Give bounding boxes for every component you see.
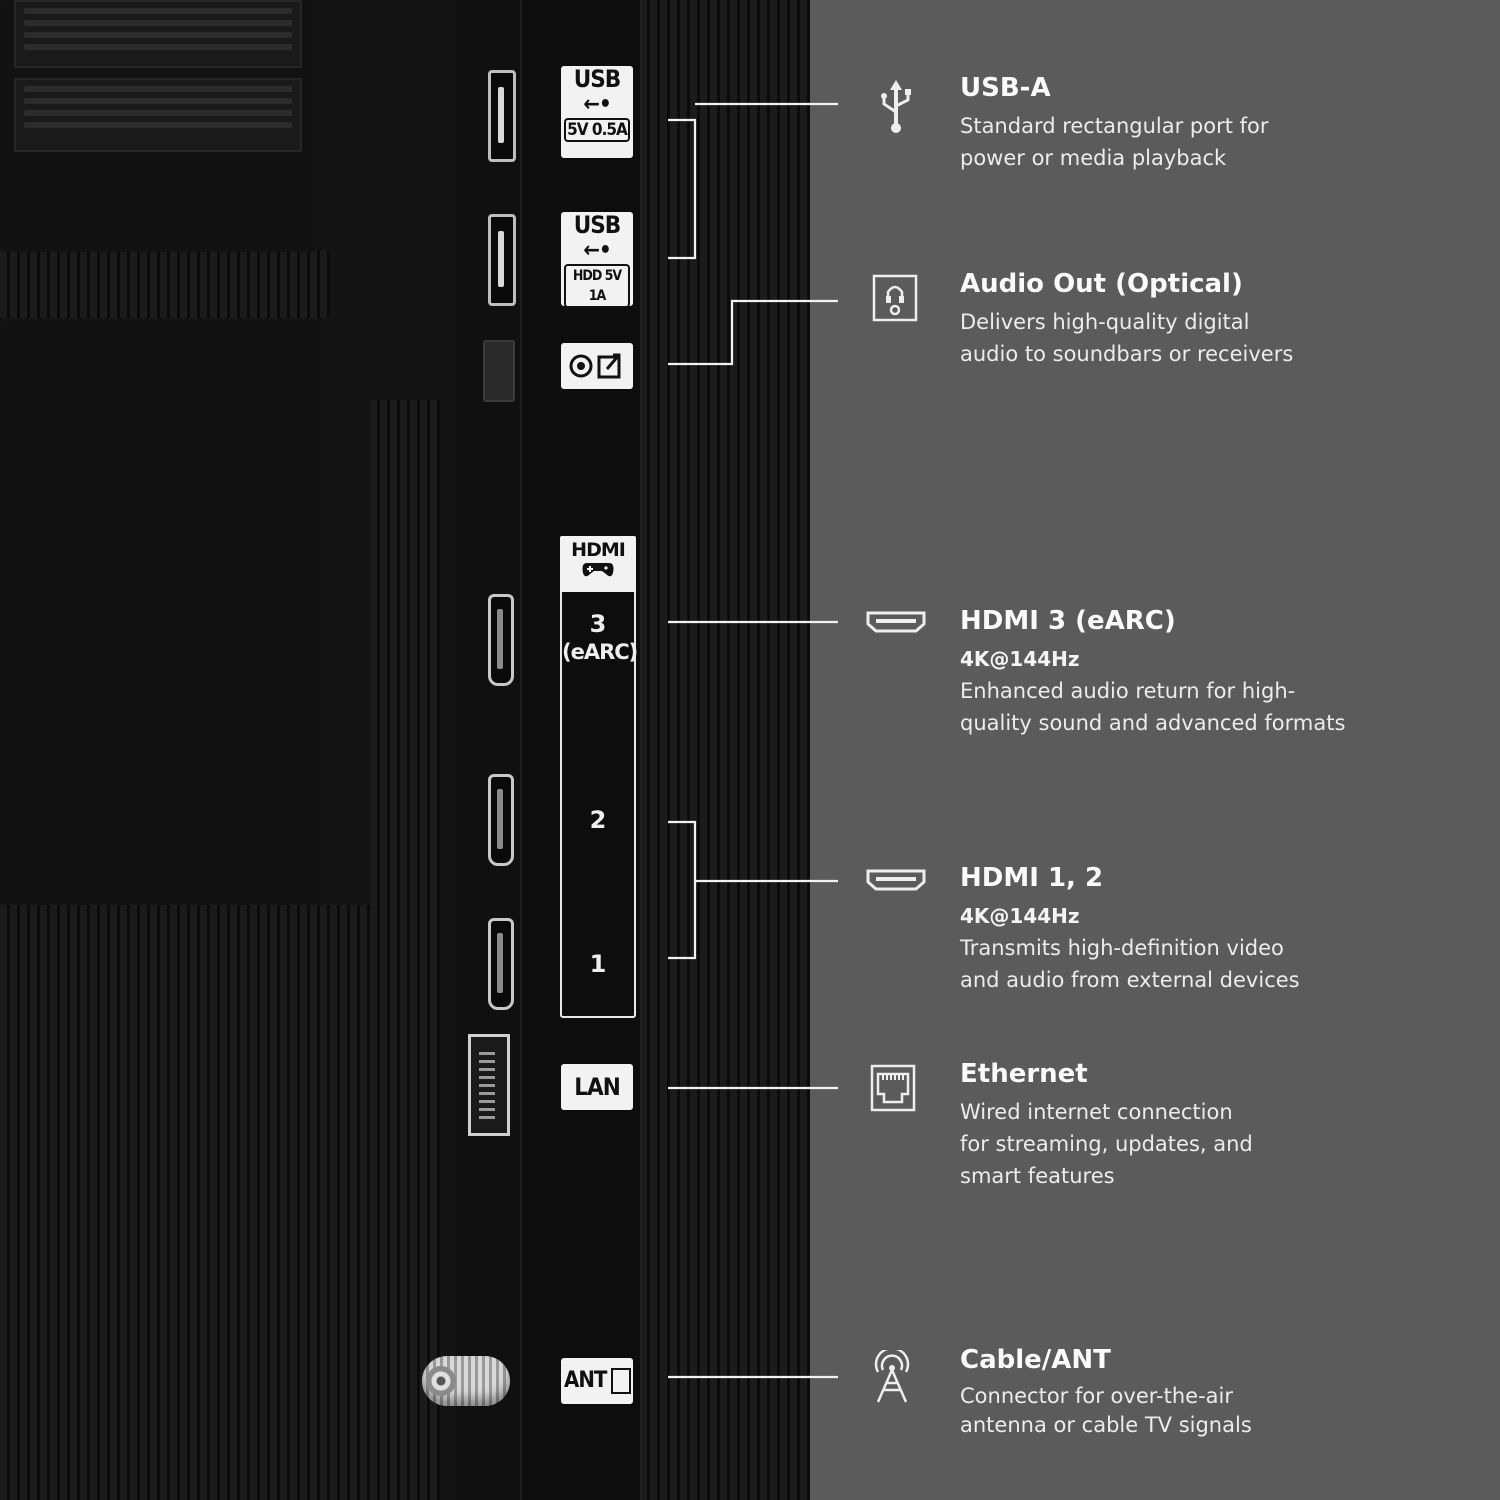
- feature-desc-line: Connector for over-the-air: [960, 1384, 1233, 1408]
- feature-title: Audio Out (Optical): [960, 269, 1243, 299]
- feature-desc-line: and audio from external devices: [960, 968, 1300, 992]
- rib-texture-bottom: [0, 905, 370, 1500]
- back-plate-lower: [0, 320, 322, 905]
- gamepad-icon: [582, 563, 614, 577]
- feature-title: Cable/ANT: [960, 1345, 1111, 1375]
- ethernet-icon: [870, 1064, 916, 1112]
- usb-symbol-icon: ←•: [583, 92, 611, 117]
- lan-label: LAN: [561, 1064, 633, 1110]
- input-arrow-icon: [611, 1368, 631, 1394]
- feature-desc-line: Wired internet connection: [960, 1100, 1233, 1124]
- feature-title: USB-A: [960, 73, 1051, 103]
- hdmi-port-1: [488, 918, 514, 1010]
- rib-texture-mid: [370, 400, 440, 1500]
- usb-symbol-icon: ←•: [583, 238, 611, 263]
- rating-sticker-2: [14, 78, 302, 152]
- lan-port: [468, 1034, 510, 1136]
- feature-desc-line: smart features: [960, 1164, 1115, 1188]
- hdmi-icon: [866, 869, 926, 891]
- optical-label: [561, 343, 633, 389]
- feature-desc-line: Delivers high-quality digital: [960, 310, 1250, 334]
- optical-out-icon: [569, 353, 621, 379]
- feature-desc-line: antenna or cable TV signals: [960, 1413, 1252, 1437]
- tv-back-panel: USB ←• 5V 0.5A USB ←• HDD 5V 1A HDMI: [0, 0, 810, 1500]
- feature-cable-ant: Cable/ANT Connector for over-the-air ant…: [960, 1344, 1480, 1440]
- ant-connector: [422, 1356, 510, 1406]
- usb-icon: [881, 80, 911, 133]
- feature-title: HDMI 3 (eARC): [960, 606, 1176, 636]
- feature-desc-line: for streaming, updates, and: [960, 1132, 1253, 1156]
- feature-desc-line: Standard rectangular port for: [960, 114, 1269, 138]
- feature-desc-line: power or media playback: [960, 146, 1227, 170]
- feature-desc-line: quality sound and advanced formats: [960, 711, 1346, 735]
- antenna-icon: [874, 1350, 910, 1403]
- feature-hdmi3: HDMI 3 (eARC) 4K@144Hz Enhanced audio re…: [960, 605, 1480, 739]
- usb-bracket-line: [668, 102, 838, 260]
- feature-ethernet: Ethernet Wired internet connection for s…: [960, 1058, 1480, 1192]
- hdmi-port-3: [488, 594, 514, 686]
- usb-port-1: [488, 70, 516, 162]
- feature-audio-out: Audio Out (Optical) Delivers high-qualit…: [960, 268, 1480, 370]
- feature-hdmi12: HDMI 1, 2 4K@144Hz Transmits high-defini…: [960, 862, 1480, 996]
- feature-title: Ethernet: [960, 1059, 1088, 1089]
- optical-port: [483, 340, 515, 402]
- ant-label: ANT: [561, 1358, 633, 1404]
- feature-desc-line: Enhanced audio return for high-: [960, 679, 1296, 703]
- feature-spec: 4K@144Hz: [960, 647, 1080, 671]
- optical-leader-line: [668, 299, 838, 366]
- optical-audio-icon: [872, 274, 918, 322]
- hdmi-label-header: HDMI: [560, 536, 636, 592]
- hdmi2-label: 2: [589, 806, 607, 834]
- feature-desc-line: audio to soundbars or receivers: [960, 342, 1294, 366]
- info-panel: USB-A Standard rectangular port for powe…: [810, 0, 1500, 1500]
- hdmi1-label: 1: [589, 950, 607, 978]
- feature-spec: 4K@144Hz: [960, 904, 1080, 928]
- hdmi-port-2: [488, 774, 514, 866]
- usb-label-2: USB ←• HDD 5V 1A: [561, 212, 633, 308]
- hdmi-icon: [866, 611, 926, 633]
- feature-usb-a: USB-A Standard rectangular port for powe…: [960, 72, 1480, 174]
- feature-title: HDMI 1, 2: [960, 863, 1104, 893]
- usb-port-2: [488, 214, 516, 306]
- rib-texture-right: [640, 0, 810, 1500]
- rating-sticker: [14, 0, 302, 68]
- feature-desc-line: Transmits high-definition video: [960, 936, 1284, 960]
- rib-texture-top: [0, 250, 330, 318]
- hdmi12-bracket-line: [668, 820, 838, 960]
- usb-label-1: USB ←• 5V 0.5A: [561, 66, 633, 158]
- hdmi3-label: 3 (eARC): [562, 610, 638, 664]
